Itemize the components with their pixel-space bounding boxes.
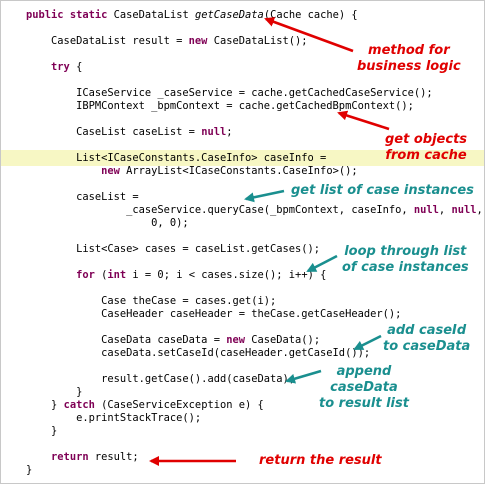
code-text: ArrayList<ICaseConstants.CaseInfo>();: [119, 165, 358, 177]
code-text: 0, 0);: [1, 217, 189, 229]
code-line: _caseService.queryCase(_bpmContext, case…: [1, 202, 484, 218]
code-line: e.printStackTrace();: [1, 410, 484, 426]
code-keyword: catch: [63, 399, 95, 411]
code-text: List<ICaseConstants.CaseInfo> caseInfo =: [1, 152, 327, 164]
code-keyword: return: [51, 451, 89, 463]
code-line: }: [1, 423, 484, 439]
code-keyword: static: [69, 9, 108, 21]
annotation-query: get list of case instances: [291, 183, 474, 198]
annotation-append: append caseData to result list: [319, 364, 409, 411]
code-text: caseList =: [1, 191, 139, 203]
code-line: List<ICaseConstants.CaseInfo> caseInfo =: [1, 150, 484, 166]
code-line: }: [1, 384, 484, 400]
code-line: Case theCase = cases.get(i);: [1, 293, 484, 309]
code-text: CaseList caseList =: [1, 126, 202, 138]
code-keyword: new: [226, 334, 245, 346]
code-line: try {: [1, 59, 484, 75]
code-text: ;: [226, 126, 233, 138]
code-text: }: [1, 386, 83, 398]
code-text: {: [69, 61, 83, 73]
code-keyword: try: [51, 61, 70, 73]
code-keyword: int: [107, 269, 127, 281]
code-text: ICaseService _caseService = cache.getCac…: [1, 87, 433, 99]
code-text: caseData.setCaseId(caseHeader.getCaseId(…: [1, 347, 371, 359]
annotation-method: method for business logic: [357, 43, 461, 74]
code-text: ,: [476, 204, 483, 216]
code-line: } catch (CaseServiceException e) {: [1, 397, 484, 413]
code-text: i = 0; i < cases.size(); i++) {: [126, 269, 327, 281]
code-line: return result;: [1, 449, 484, 465]
code-text: ,: [438, 204, 452, 216]
code-line: caseList =: [1, 189, 484, 205]
code-text: result;: [88, 451, 139, 463]
code-text: e.printStackTrace();: [1, 412, 202, 424]
code-line: }: [1, 462, 484, 478]
code-keyword: public: [26, 9, 64, 21]
code-line: IBPMContext _bpmContext = cache.getCache…: [1, 98, 484, 114]
code-method-name: getCaseData: [194, 9, 264, 21]
code-text: CaseData();: [245, 334, 321, 346]
code-line: List<Case> cases = caseList.getCases();: [1, 241, 484, 257]
code-text: Case theCase = cases.get(i);: [1, 295, 277, 307]
code-line: result.getCase().add(caseData);: [1, 371, 484, 387]
annotation-loop: loop through list of case instances: [342, 244, 469, 275]
annotation-cache: get objects from cache: [385, 132, 468, 163]
code-text: IBPMContext _bpmContext = cache.getCache…: [1, 100, 414, 112]
code-text: CaseData caseData =: [1, 334, 227, 346]
code-line: for (int i = 0; i < cases.size(); i++) {: [1, 267, 484, 283]
code-text: List<Case> cases = caseList.getCases();: [1, 243, 321, 255]
annotation-return: return the result: [259, 453, 382, 468]
code-keyword: null: [451, 204, 477, 216]
code-text: CaseHeader caseHeader = theCase.getCaseH…: [1, 308, 402, 320]
code-text: CaseDataList result =: [1, 35, 189, 47]
code-text: _caseService.queryCase(_bpmContext, case…: [1, 204, 414, 216]
code-line: new ArrayList<ICaseConstants.CaseInfo>()…: [1, 163, 484, 179]
code-text: (: [94, 269, 108, 281]
code-text: (CaseServiceException e) {: [94, 399, 264, 411]
code-text: }: [1, 464, 33, 476]
code-line: ICaseService _caseService = cache.getCac…: [1, 85, 484, 101]
code-text: }: [1, 399, 64, 411]
code-keyword: new: [101, 165, 120, 177]
code-keyword: new: [188, 35, 208, 47]
code-line: caseData.setCaseId(caseHeader.getCaseId(…: [1, 345, 484, 361]
code-text: }: [1, 425, 58, 437]
code-text: result.getCase().add(caseData);: [1, 373, 296, 385]
code-keyword: null: [413, 204, 439, 216]
annotation-caseid: add caseId to caseData: [383, 323, 471, 354]
code-line: CaseList caseList = null;: [1, 124, 484, 140]
code-line: CaseData caseData = new CaseData();: [1, 332, 484, 348]
code-line: CaseHeader caseHeader = theCase.getCaseH…: [1, 306, 484, 322]
code-line: 0, 0);: [1, 215, 484, 231]
code-keyword: null: [201, 126, 227, 138]
code-text: CaseDataList: [107, 9, 195, 21]
code-keyword: for: [76, 269, 95, 281]
